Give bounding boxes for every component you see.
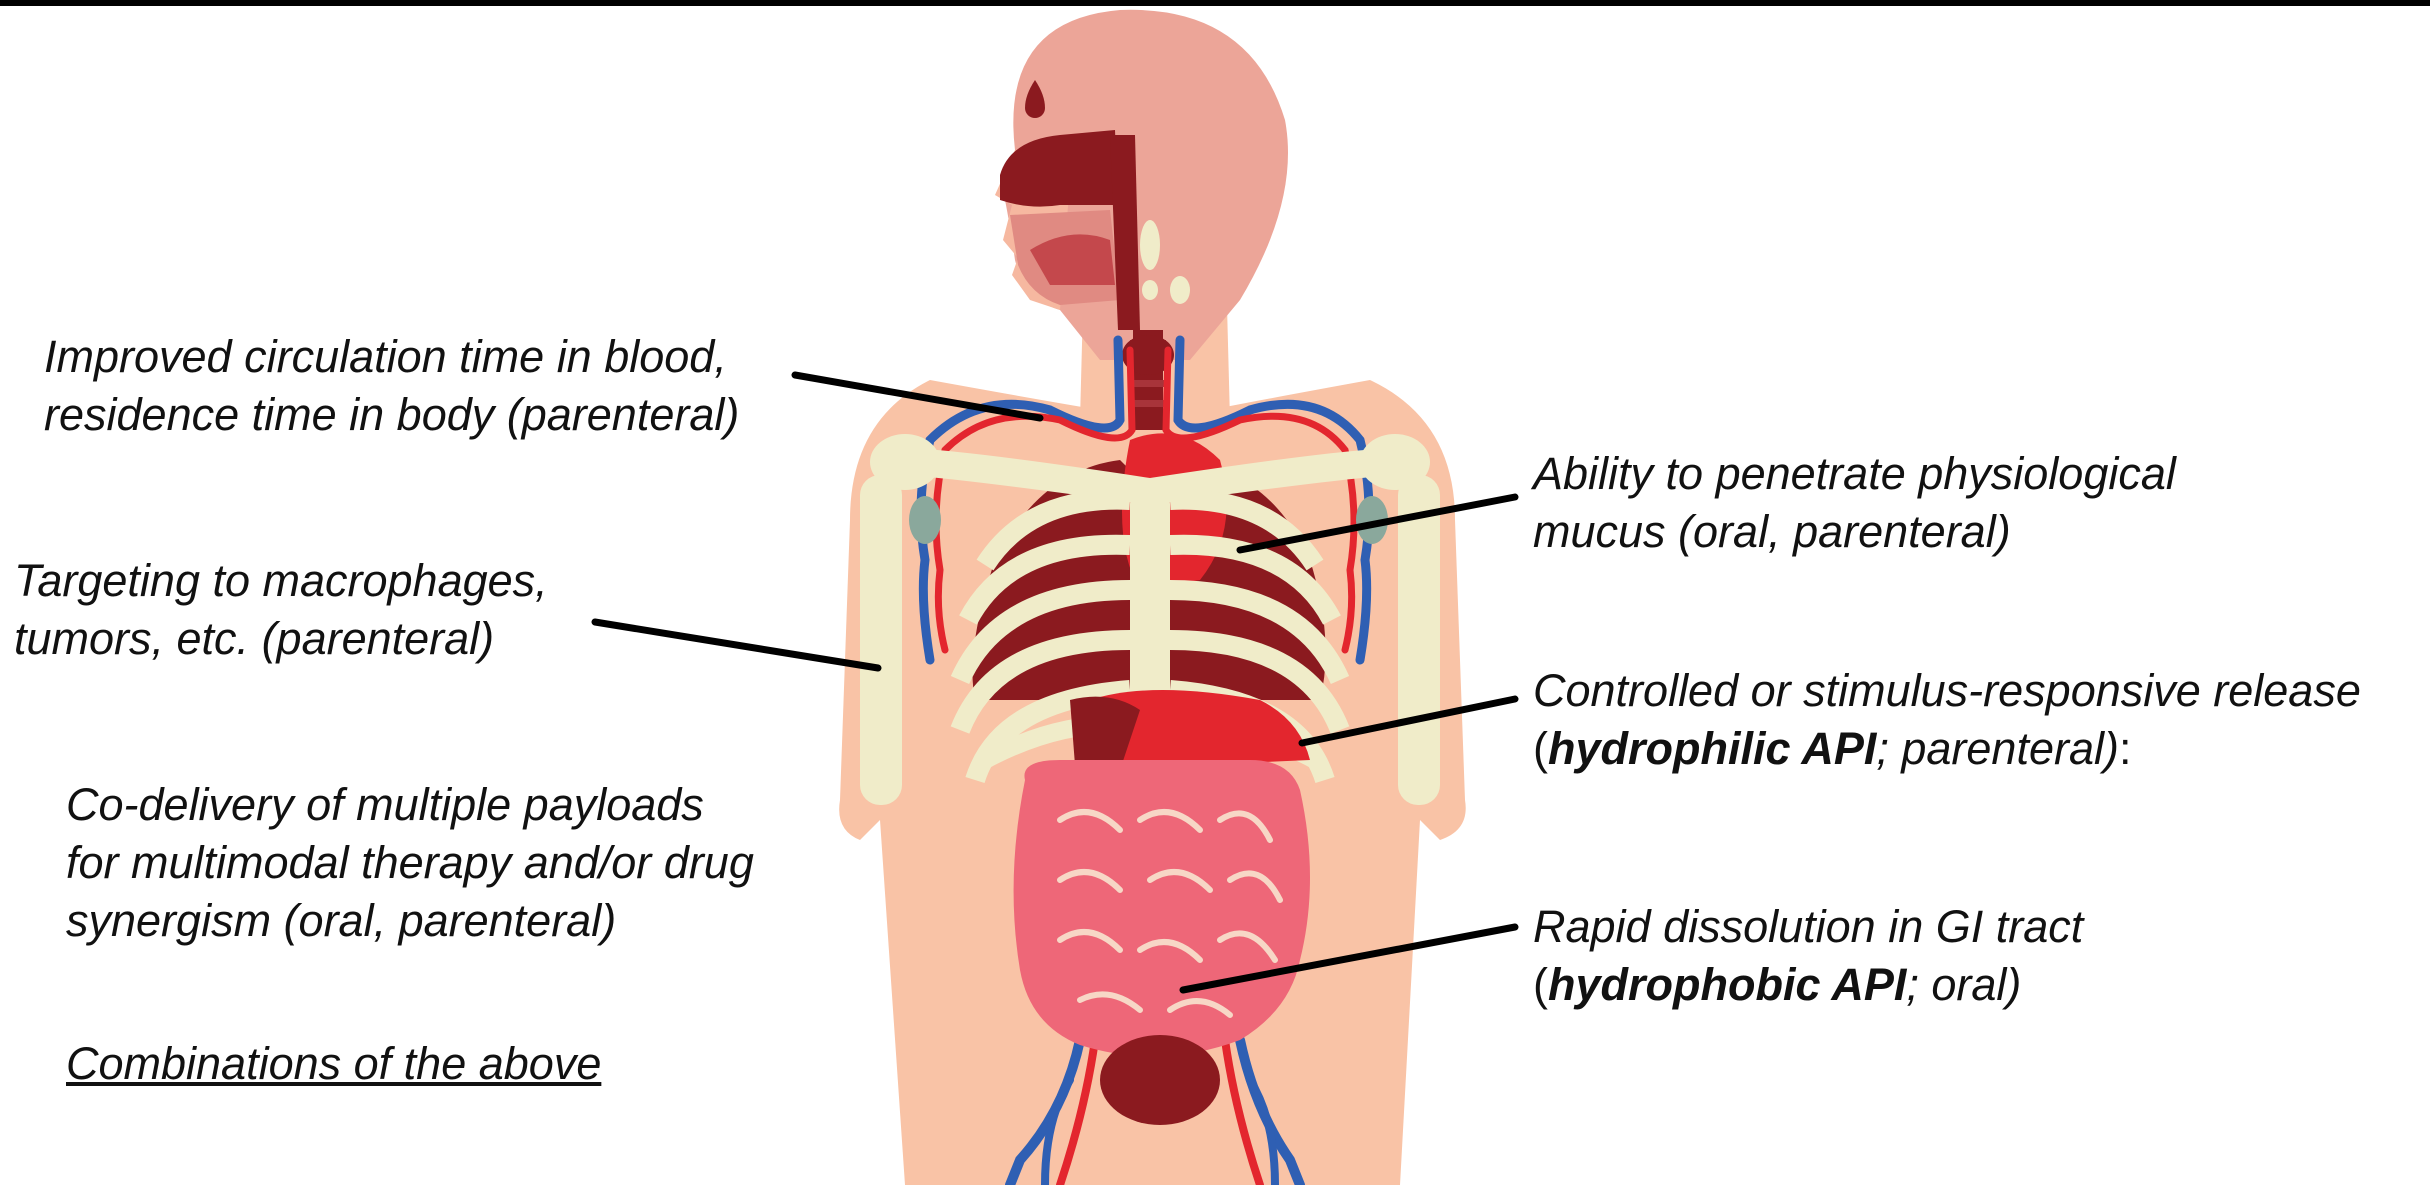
bladder bbox=[1100, 1035, 1220, 1125]
label-controlled-line2: (hydrophilic API; parenteral): bbox=[1533, 720, 2361, 778]
label-codelivery-line1: Co-delivery of multiple payloads bbox=[66, 776, 754, 834]
label-controlled-end: : bbox=[2119, 723, 2132, 774]
label-mucus: Ability to penetrate physiological mucus… bbox=[1533, 445, 2176, 561]
label-combinations: Combinations of the above bbox=[66, 1035, 601, 1093]
intestines bbox=[1014, 760, 1310, 1056]
label-mucus-line1: Ability to penetrate physiological bbox=[1533, 445, 2176, 503]
label-codelivery-line3: synergism (oral, parenteral) bbox=[66, 892, 754, 950]
label-targeting-line1: Targeting to macrophages, bbox=[14, 552, 548, 610]
label-dissolution-bold: hydrophobic API bbox=[1548, 959, 1906, 1010]
label-controlled: Controlled or stimulus-responsive releas… bbox=[1533, 662, 2361, 778]
leader-targeting bbox=[595, 622, 878, 668]
label-dissolution: Rapid dissolution in GI tract (hydrophob… bbox=[1533, 898, 2083, 1014]
label-circulation: Improved circulation time in blood, resi… bbox=[44, 328, 739, 444]
label-codelivery-line2: for multimodal therapy and/or drug bbox=[66, 834, 754, 892]
label-controlled-rest: ; parenteral) bbox=[1876, 723, 2119, 774]
label-codelivery: Co-delivery of multiple payloads for mul… bbox=[66, 776, 754, 950]
label-mucus-line2: mucus (oral, parenteral) bbox=[1533, 503, 2176, 561]
label-controlled-open: ( bbox=[1533, 723, 1548, 774]
label-targeting: Targeting to macrophages, tumors, etc. (… bbox=[14, 552, 548, 668]
label-circulation-line1: Improved circulation time in blood, bbox=[44, 328, 739, 386]
label-dissolution-open: ( bbox=[1533, 959, 1548, 1010]
label-controlled-bold: hydrophilic API bbox=[1548, 723, 1876, 774]
label-dissolution-line1: Rapid dissolution in GI tract bbox=[1533, 898, 2083, 956]
label-controlled-line1: Controlled or stimulus-responsive releas… bbox=[1533, 662, 2361, 720]
label-targeting-line2: tumors, etc. (parenteral) bbox=[14, 610, 548, 668]
label-circulation-line2: residence time in body (parenteral) bbox=[44, 386, 739, 444]
label-dissolution-rest: ; oral) bbox=[1906, 959, 2021, 1010]
label-dissolution-line2: (hydrophobic API; oral) bbox=[1533, 956, 2083, 1014]
